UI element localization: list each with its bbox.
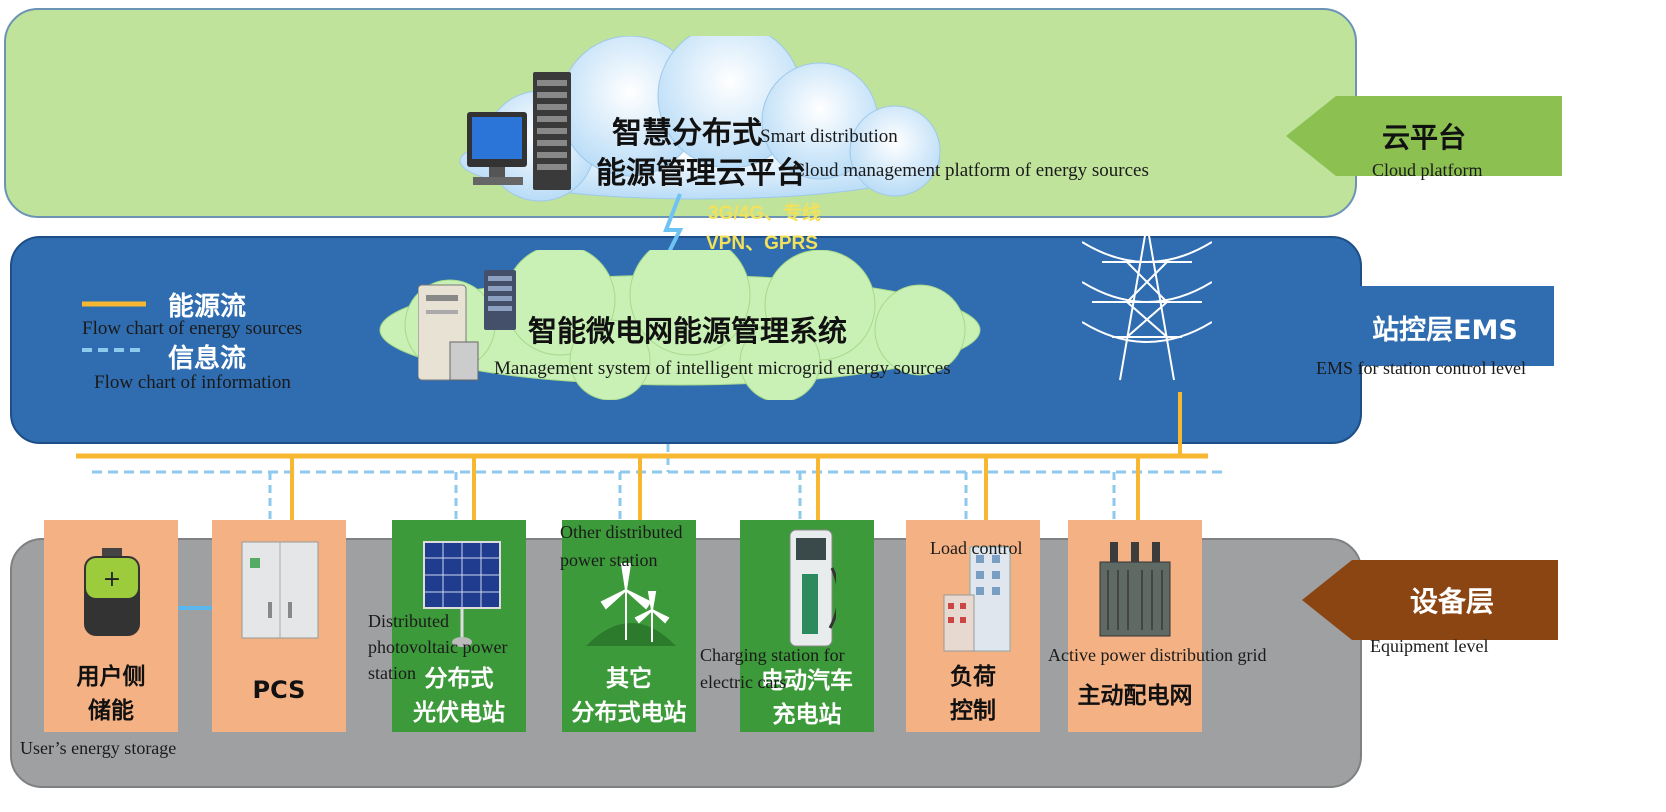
ems-title: 智能微电网能源管理系统 [528,314,848,348]
cloud-title-line2: 能源管理云平台 [596,156,806,191]
label-other-dist: 其它 分布式电站 [562,662,696,730]
label-user-storage: 用户侧 储能 [44,660,178,728]
ev-charger-icon [789,529,836,647]
tier-label-equipment-en: Equipment level [1370,636,1489,656]
label-pv: 分布式 光伏电站 [392,662,526,730]
label-ev: 电动汽车 充电站 [740,664,874,732]
network-label-line2: VPN、GPRS [706,233,818,254]
ems-title-en: Management system of intelligent microgr… [494,358,951,379]
svg-text:+: + [103,567,121,592]
tier-label-equipment: 设备层 [1409,585,1494,618]
label-load-line2: 控制 [950,698,996,724]
tier-arrow-cloud: 云平台 [1286,96,1562,176]
note-user-storage-en: User’s energy storage [20,738,177,758]
label-user-storage-line1: 用户侧 [76,664,146,690]
cloud-subtitle-en-line1: Smart distribution [760,126,898,147]
wind-turbine-icon [586,563,676,646]
legend-energy-flow: 能源流 [168,292,247,322]
legend-lines [82,301,146,352]
label-pv-line2: 光伏电站 [413,700,505,726]
legend-info-flow-en: Flow chart of information [94,372,291,393]
tier-arrow-ems-shape [1292,286,1554,366]
bus-lines [76,392,1226,522]
label-ev-line2: 充电站 [772,702,842,728]
tier-label-ems-en: EMS for station control level [1316,358,1526,378]
computer-server-icon [467,72,571,190]
note-grid-en: Active power distribution grid [1048,645,1267,665]
ems-server-icon [418,270,516,381]
battery-icon: + [84,548,140,636]
note-other-dist-en: Other distributed power station [560,522,683,570]
pcs-cabinet-icon [241,541,319,639]
tier-arrow-equipment-shape [1302,560,1558,640]
tier-arrow-ems: 站控层EMS [1292,286,1554,366]
tier-arrow-cloud-shape [1286,96,1562,176]
tier-label-cloud-en: Cloud platform [1372,160,1483,180]
label-load-line1: 负荷 [950,664,996,690]
label-pv-line1: 分布式 [424,666,494,692]
label-other-dist-line2: 分布式电站 [571,700,687,726]
solar-panel-icon [423,541,501,647]
transmission-tower-icon [1082,223,1212,381]
tier-label-cloud: 云平台 [1381,121,1466,154]
lightning-icon [660,193,684,267]
note-pv-en: Distributed photovoltaic power station [368,611,508,683]
storage-pcs-link [178,606,212,610]
tier-label-ems: 站控层EMS [1372,315,1518,346]
label-ev-line1: 电动汽车 [761,668,853,694]
tier-arrow-equipment: 设备层 [1302,560,1558,640]
label-other-dist-line1: 其它 [606,666,652,692]
note-ev-en: Charging station for electric cars [700,645,845,692]
network-label-line1: 3G/4G、专线 [708,203,821,224]
label-load: 负荷 控制 [906,660,1040,728]
legend-energy-flow-en: Flow chart of energy sources [82,318,303,339]
legend-info-flow: 信息流 [168,344,247,374]
label-user-storage-line2: 储能 [88,698,134,724]
cloud-title-line1: 智慧分布式 [612,116,762,151]
label-grid: 主动配电网 [1077,683,1193,709]
cloud-subtitle-en-line2: Cloud management platform of energy sour… [792,160,1149,181]
label-pcs: PCS [252,676,306,704]
building-icon [943,546,1011,652]
transformer-icon [1099,542,1171,637]
note-load-en: Load control [930,538,1023,558]
